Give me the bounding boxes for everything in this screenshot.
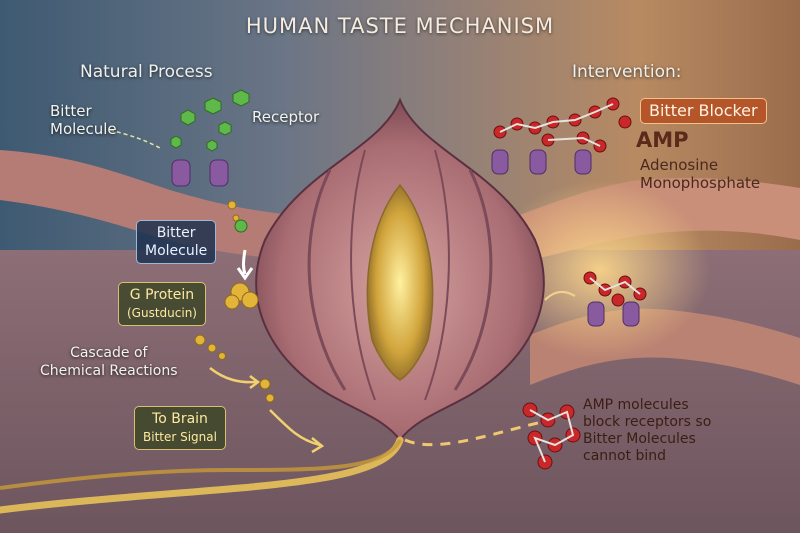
label-receptor: Receptor: [252, 108, 320, 126]
glow: [490, 180, 710, 360]
nerve-fiber: [0, 438, 402, 490]
heading-intervention: Intervention:: [572, 62, 682, 82]
flow-arrow-head: [236, 267, 254, 281]
label-g-protein: G Protein (Gustducin): [118, 282, 206, 326]
flow-arrow: [209, 367, 257, 384]
taste-bud-fold: [350, 149, 376, 401]
label-amp: AMP: [636, 128, 689, 152]
label-amp-full: Adenosine Monophosphate: [640, 156, 761, 192]
epithelium-left: [0, 150, 290, 260]
heading-natural-process: Natural Process: [80, 62, 213, 82]
taste-bud-fold: [453, 169, 493, 391]
label-amp-note: AMP molecules block receptors so Bitter …: [583, 397, 712, 464]
label-bitter-molecule-top: Bitter Molecule: [50, 102, 117, 138]
receptors-right: [491, 149, 640, 327]
label-bitter-blocker: Bitter Blocker: [640, 98, 767, 124]
flow-arrow: [269, 409, 321, 447]
taste-cell-core: [366, 183, 434, 381]
taste-bud-fold: [307, 169, 347, 391]
flow-arrow-head: [311, 437, 325, 454]
flow-arrow: [544, 290, 576, 301]
receptors-left: [171, 159, 229, 187]
flow-arrow: [242, 249, 247, 275]
amp-bonds: [499, 103, 641, 463]
diagram-title: HUMAN TASTE MECHANISM: [245, 14, 555, 38]
g-protein-cluster: [194, 200, 275, 403]
nerve-fiber: [0, 436, 404, 514]
label-to-brain: To Brain Bitter Signal: [134, 406, 226, 450]
label-bitter-molecule-box: Bitter Molecule: [136, 220, 217, 264]
taste-bud-fold: [424, 149, 450, 401]
label-cascade: Cascade of Chemical Reactions: [40, 345, 178, 379]
pointer-line: [109, 129, 161, 149]
flow-arrow-head: [249, 375, 261, 389]
bitter-molecules: [170, 89, 250, 233]
